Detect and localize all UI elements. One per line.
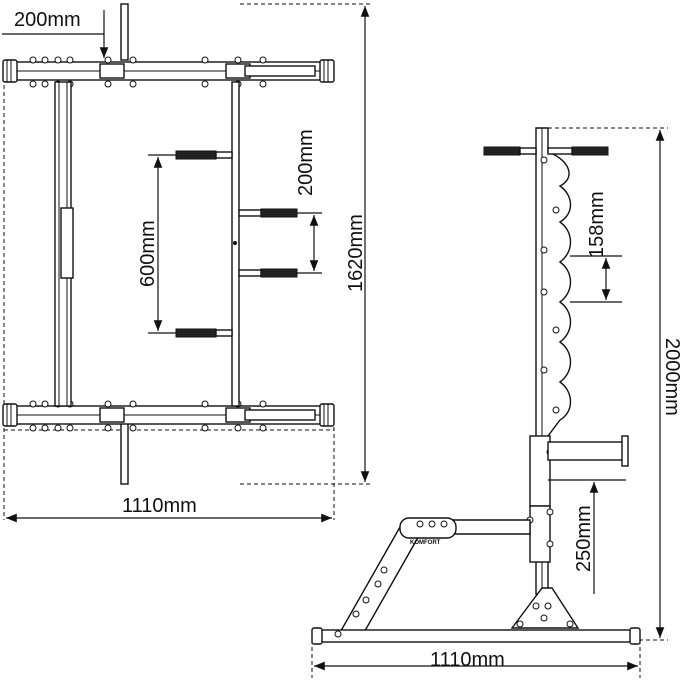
top-depth-label: 1620mm [345,214,367,292]
top-offset-label: 200mm [14,9,81,31]
hook-spacing-label: 158mm [586,191,608,258]
peg-spacing-small-label: 200mm [295,129,317,196]
side-view: KOMFORT 158mm 250mm 2000mm 1110mm [311,127,680,678]
side-height-label: 2000mm [661,338,680,416]
peg-spacing-large-label: 600mm [137,220,159,287]
side-base-label: 1110mm [430,649,505,671]
top-width-label: 1110mm [122,495,197,517]
top-view: 200mm 600mm 200mm 1620mm 1110mm [2,3,370,523]
arm-height-label: 250mm [573,505,595,572]
brand-logo: KOMFORT [410,540,441,546]
